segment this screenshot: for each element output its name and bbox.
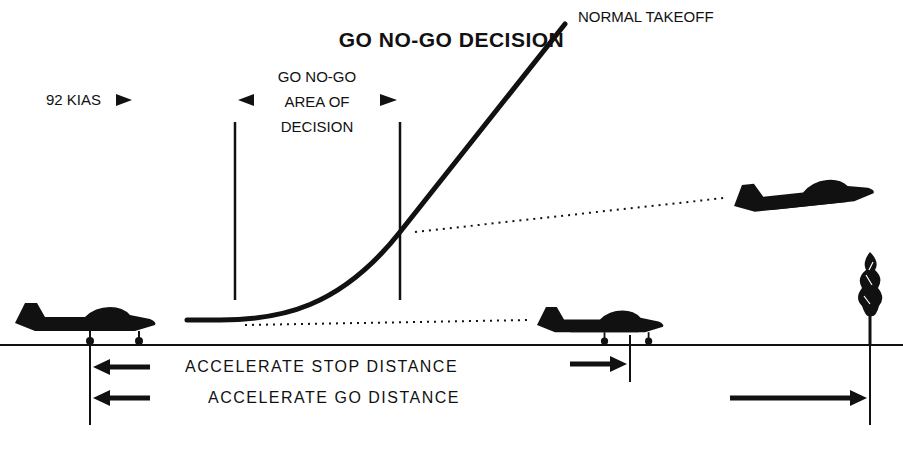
- speed-label: 92 KIAS: [46, 91, 101, 109]
- arrowhead: [380, 94, 397, 106]
- aircraft-stopped: [537, 307, 663, 345]
- distance-arrow: [730, 390, 867, 406]
- takeoff-path: [187, 24, 565, 320]
- distance-arrow: [93, 359, 150, 375]
- distance-label: ACCELERATE GO DISTANCE: [208, 389, 460, 407]
- ground-line: [0, 344, 903, 346]
- aircraft-airborne: [732, 171, 875, 214]
- decision-line: [399, 122, 402, 300]
- arrowhead: [116, 94, 132, 106]
- path-label: NORMAL TAKEOFF: [578, 8, 714, 26]
- distance-marker: [869, 345, 871, 425]
- aircraft-start: [15, 303, 155, 345]
- tree-obstacle: [858, 252, 882, 345]
- go-path: [415, 198, 724, 232]
- distance-marker: [89, 345, 91, 425]
- arrowhead: [238, 94, 254, 106]
- distance-arrow: [93, 390, 150, 406]
- decision-area-label: GO NO-GO AREA OF DECISION: [267, 64, 367, 139]
- distance-marker: [629, 335, 631, 382]
- distance-label: ACCELERATE STOP DISTANCE: [185, 358, 458, 376]
- stop-path: [245, 320, 530, 325]
- distance-arrow: [570, 356, 627, 372]
- diagram-title: GO NO-GO DECISION: [0, 28, 903, 52]
- decision-line: [234, 122, 237, 300]
